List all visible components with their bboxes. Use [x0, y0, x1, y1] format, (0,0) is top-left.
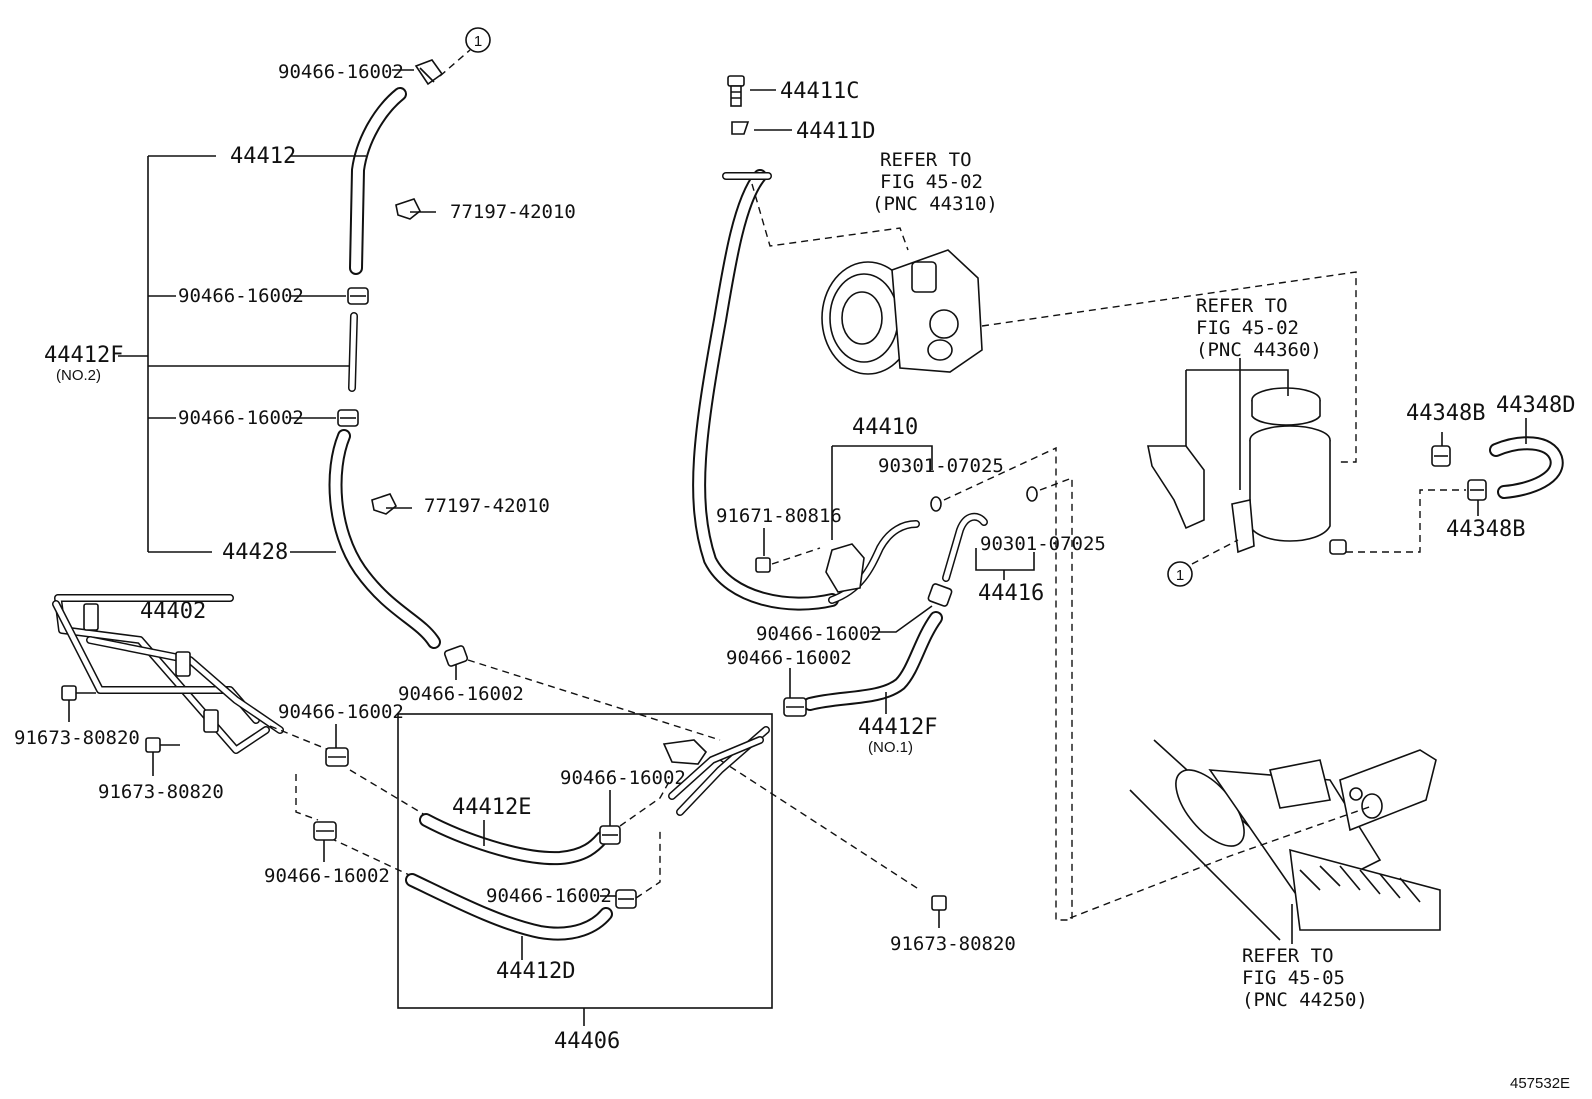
clamp-part[interactable]: [443, 645, 469, 667]
label-oring-a: 90301-07025: [878, 455, 1004, 477]
pipe-44416[interactable]: [942, 512, 988, 582]
bolt-91673-b[interactable]: [145, 737, 180, 776]
label-clamp-44416: 90466-16002: [756, 623, 882, 645]
bolt-91671-80816[interactable]: [755, 547, 821, 573]
clip-part[interactable]: [395, 198, 422, 220]
clamp-part[interactable]: [313, 821, 337, 841]
label-44348d: 44348D: [1496, 393, 1575, 418]
label-44412d: 44412D: [496, 959, 575, 984]
label-bolt-91673-a: 91673-80820: [14, 727, 140, 749]
oring-part[interactable]: [930, 496, 942, 512]
ref-pump-line2: FIG 45-02: [880, 171, 983, 193]
bolt-91673-c[interactable]: [931, 895, 947, 928]
label-44412e: 44412E: [452, 795, 531, 820]
label-44412f: 44412F: [44, 343, 123, 368]
hose-44428[interactable]: [328, 429, 441, 649]
ref-res-line2: FIG 45-02: [1196, 317, 1299, 339]
clamp-part[interactable]: [325, 747, 349, 767]
label-44411d: 44411D: [796, 119, 875, 144]
label-44412f-no2: (NO.2): [56, 367, 101, 384]
hose-44348d[interactable]: [1489, 436, 1564, 499]
label-44348b-upper: 44348B: [1406, 401, 1485, 426]
label-bolt-91673-b: 91673-80820: [98, 781, 224, 803]
label-44416: 44416: [978, 581, 1044, 606]
power-steering-pump[interactable]: [821, 249, 983, 375]
clamp-44348b-lower[interactable]: [1467, 479, 1487, 501]
label-44428: 44428: [222, 540, 288, 565]
ref-pump-line1: REFER TO: [880, 149, 972, 171]
ref-res-line1: REFER TO: [1196, 295, 1288, 317]
label-clamp-box-b: 90466-16002: [486, 885, 612, 907]
clamp-part[interactable]: [927, 583, 953, 607]
bolt-91673-a[interactable]: [61, 685, 96, 722]
cooler-44402[interactable]: [52, 594, 284, 754]
diagram-id: 457532E: [1510, 1075, 1570, 1092]
svg-text:1: 1: [474, 33, 482, 50]
hose-44412f-no1[interactable]: [803, 611, 943, 711]
label-clamp-cooler-a: 90466-16002: [278, 701, 404, 723]
label-44402: 44402: [140, 599, 206, 624]
clamp-part[interactable]: [347, 287, 369, 305]
label-44410: 44410: [852, 415, 918, 440]
ref-gear-line3: (PNC 44250): [1242, 989, 1368, 1011]
svg-text:1: 1: [1176, 567, 1184, 584]
label-clamp-mid: 90466-16002: [178, 285, 304, 307]
circle-ref-1-reservoir: 1: [1167, 561, 1193, 587]
circle-ref-1-top: 1: [465, 27, 491, 53]
clamp-part[interactable]: [337, 409, 359, 427]
clamp-part[interactable]: [783, 697, 807, 717]
clamp-part[interactable]: [414, 59, 444, 86]
label-clamp-lower: 90466-16002: [178, 407, 304, 429]
label-bolt-91671: 91671-80816: [716, 505, 842, 527]
label-clamp-44412f-no1: 90466-16002: [726, 647, 852, 669]
label-clip-lower: 77197-42010: [424, 495, 550, 517]
reservoir[interactable]: [1147, 387, 1347, 555]
ref-gear-line1: REFER TO: [1242, 945, 1334, 967]
label-oring-b: 90301-07025: [980, 533, 1106, 555]
label-clip-upper: 77197-42010: [450, 201, 576, 223]
ref-pump-line3: (PNC 44310): [872, 193, 998, 215]
clamp-part[interactable]: [599, 825, 621, 845]
bolt-44411c[interactable]: [727, 75, 745, 107]
ref-gear-line2: FIG 45-05: [1242, 967, 1345, 989]
pipe-assembly-44406[interactable]: [662, 726, 770, 816]
label-clamp-box-a: 90466-16002: [560, 767, 686, 789]
hose-44412-group[interactable]: [328, 59, 469, 667]
assembly-box-44406: [397, 713, 773, 1009]
label-44412f-no1: (NO.1): [868, 739, 913, 756]
label-clamp-44428: 90466-16002: [398, 683, 524, 705]
clip-44411d[interactable]: [731, 121, 750, 135]
ref-res-line3: (PNC 44360): [1196, 339, 1322, 361]
clamp-part[interactable]: [615, 889, 637, 909]
oring-part[interactable]: [1026, 486, 1038, 502]
label-clamp-cooler-b: 90466-16002: [264, 865, 390, 887]
label-44412: 44412: [230, 144, 296, 169]
pressure-hose-44410[interactable]: [692, 169, 920, 611]
label-44412f-no1-num: 44412F: [858, 715, 937, 740]
label-clamp-top: 90466-16002: [278, 61, 404, 83]
label-44411c: 44411C: [780, 79, 859, 104]
label-bolt-91673-c: 91673-80820: [890, 933, 1016, 955]
hose-44412d[interactable]: [405, 873, 613, 941]
clip-part[interactable]: [371, 493, 398, 515]
hose-44412e[interactable]: [419, 813, 609, 866]
clamp-44348b-upper[interactable]: [1431, 445, 1451, 467]
label-44348b-lower: 44348B: [1446, 517, 1525, 542]
label-44406: 44406: [554, 1029, 620, 1054]
steering-gear[interactable]: [1129, 739, 1441, 941]
